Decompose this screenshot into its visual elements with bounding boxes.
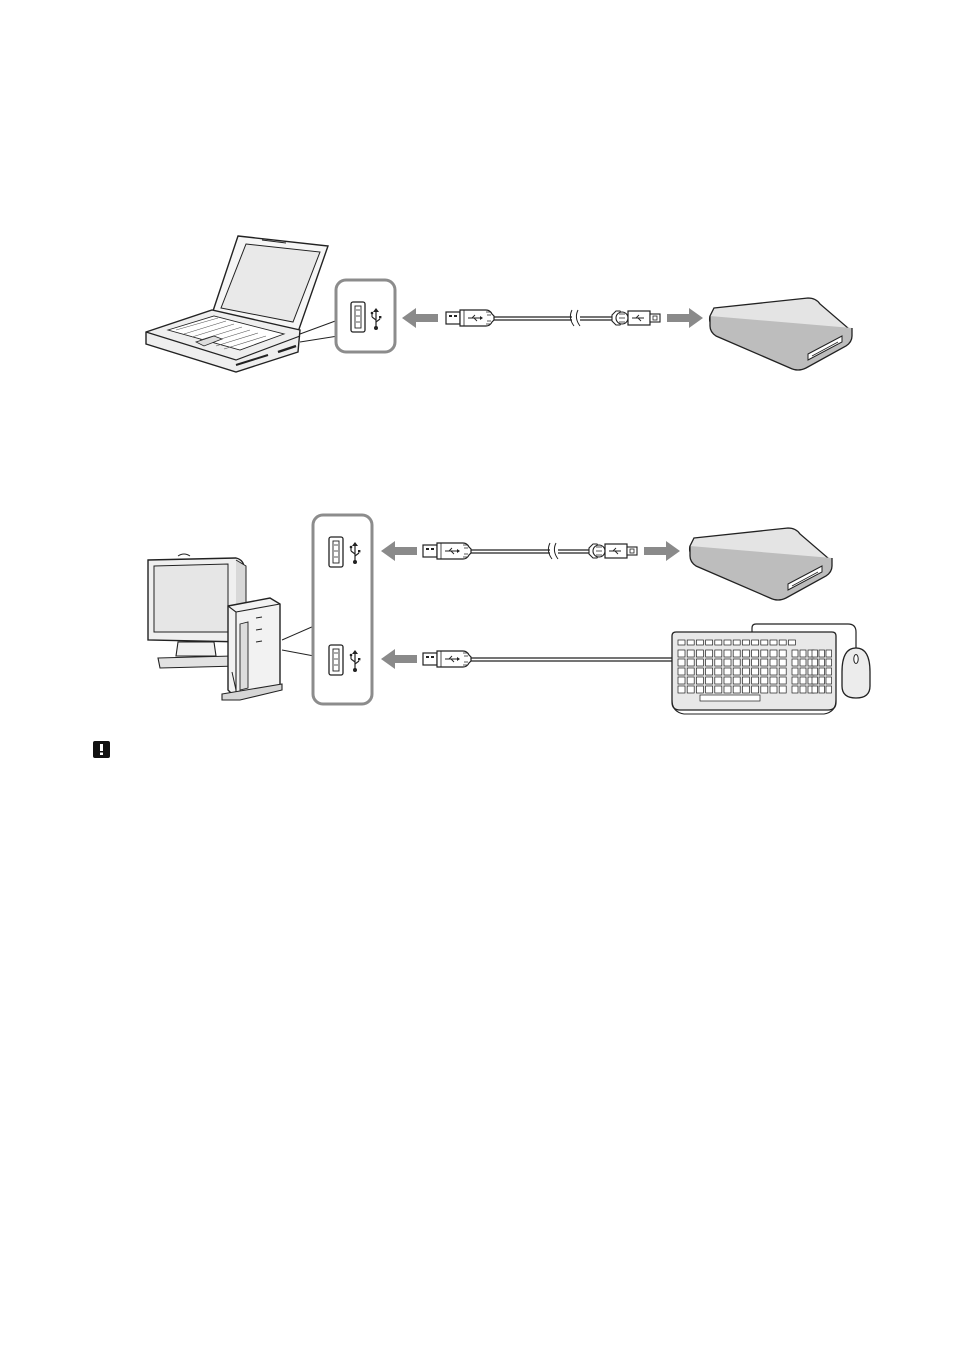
caution-icon [93,741,110,758]
diagram-desktop [148,515,870,714]
usb-cable [446,310,660,326]
arrow-right-icon [667,308,703,328]
desktop-computer-icon [148,554,314,700]
diagram-laptop [146,236,852,372]
usb-cable [423,651,672,667]
arrow-left-icon [381,541,417,561]
usb-port-callout [313,515,372,704]
card-reader-device [710,298,852,370]
arrow-left-icon [381,649,417,669]
keyboard-icon [672,632,836,714]
usb-cable [423,543,637,559]
usb-port-callout [336,280,395,352]
arrow-left-icon [402,308,438,328]
card-reader-device [690,528,832,600]
laptop-computer-icon [146,236,338,372]
arrow-right-icon [644,541,680,561]
mouse-icon [842,648,870,698]
